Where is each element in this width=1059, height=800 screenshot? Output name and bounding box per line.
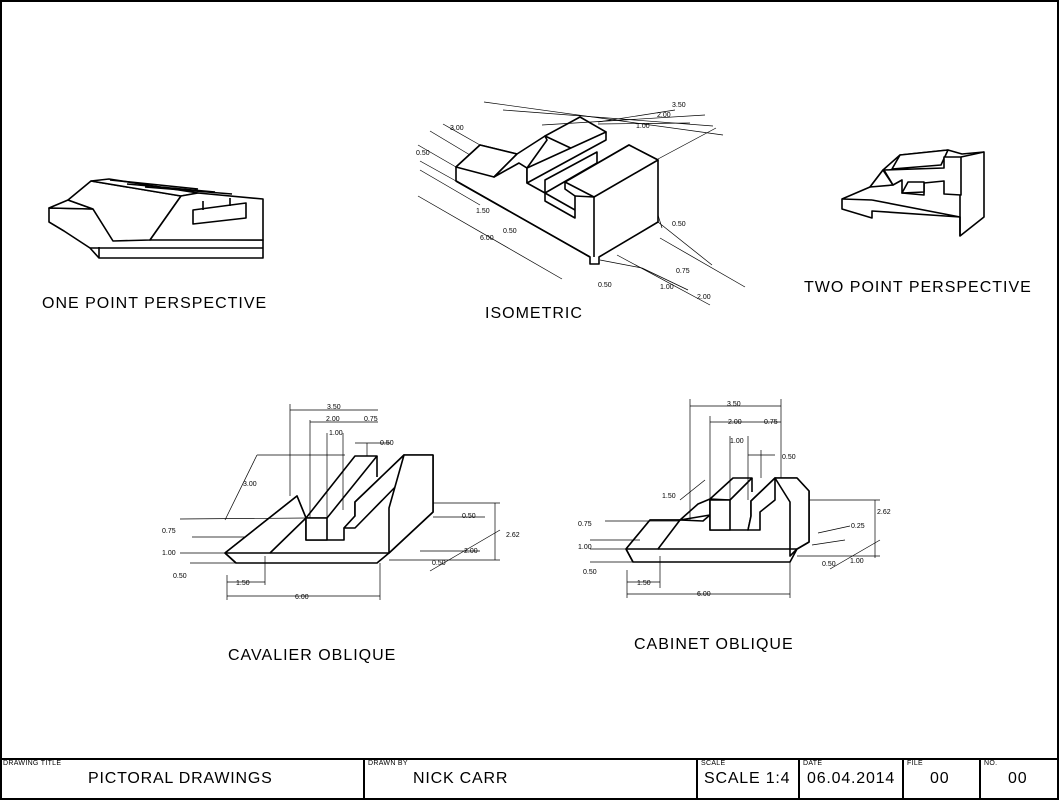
- iso-dim-050-b: 0.50: [503, 228, 517, 235]
- iso-dim-150: 1.50: [476, 208, 490, 215]
- iso-dim-200-b: 2.00: [697, 294, 711, 301]
- scale-label: SCALE: [701, 760, 726, 767]
- cabinet-oblique-drawing: [625, 477, 810, 563]
- caption-cabinet-oblique: CABINET OBLIQUE: [634, 636, 794, 653]
- cav-dim-600: 6.00: [295, 594, 309, 601]
- drawing-title-label: DRAWING TITLE: [3, 760, 62, 767]
- number-label: NO.: [984, 760, 998, 767]
- cab-dim-150: 1.50: [662, 493, 676, 500]
- cav-dim-350: 3.50: [327, 404, 341, 411]
- cab-dim-075: 0.75: [764, 419, 778, 426]
- cabinet-dimension-labels: 3.50 2.00 0.75 1.00 0.50 1.50 0.75 1.00 …: [578, 401, 891, 598]
- cav-dim-200: 2.00: [326, 416, 340, 423]
- cav-dim-150: 1.50: [236, 580, 250, 587]
- caption-two-point-perspective: TWO POINT PERSPECTIVE: [804, 279, 1032, 296]
- title-block-number: NO. 00: [979, 759, 1059, 800]
- drawn-by-label: DRAWN BY: [368, 760, 408, 767]
- cav-dim-050-b: 0.50: [173, 573, 187, 580]
- cav-dim-075-b: 0.75: [162, 528, 176, 535]
- cav-dim-050-d: 0.50: [432, 560, 446, 567]
- title-block-drawn-by: DRAWN BY NICK CARR: [363, 759, 696, 800]
- cab-dim-100-b: 1.00: [578, 544, 592, 551]
- cavalier-oblique-drawing: [224, 454, 434, 564]
- iso-dim-075: 0.75: [676, 268, 690, 275]
- title-block: DRAWING TITLE PICTORAL DRAWINGS DRAWN BY…: [0, 759, 1059, 800]
- drawing-title-value: PICTORAL DRAWINGS: [88, 770, 273, 787]
- cab-dim-350: 3.50: [727, 401, 741, 408]
- isometric-dimension-labels: 3.50 2.00 1.00 3.00 0.50 1.50 6.00 0.50 …: [416, 102, 711, 301]
- cav-dim-100: 1.00: [329, 430, 343, 437]
- cav-dim-050-c: 0.50: [462, 513, 476, 520]
- title-block-date: DATE 06.04.2014: [798, 759, 902, 800]
- cav-dim-200-b: 2.00: [464, 548, 478, 555]
- one-point-perspective-drawing: [48, 178, 264, 259]
- iso-dim-350: 3.50: [672, 102, 686, 109]
- title-block-scale: SCALE SCALE 1:4: [696, 759, 798, 800]
- file-value: 00: [930, 770, 950, 787]
- cavalier-dimensions: [179, 404, 501, 600]
- iso-dim-050-c: 0.50: [672, 221, 686, 228]
- cab-dim-100: 1.00: [730, 438, 744, 445]
- cav-dim-300: 3.00: [243, 481, 257, 488]
- caption-isometric: ISOMETRIC: [485, 305, 583, 322]
- caption-one-point-perspective: ONE POINT PERSPECTIVE: [42, 295, 268, 312]
- iso-dim-100: 1.00: [636, 123, 650, 130]
- iso-dim-300: 3.00: [450, 125, 464, 132]
- cav-dim-100-b: 1.00: [162, 550, 176, 557]
- cav-dim-262: 2.62: [506, 532, 520, 539]
- isometric-drawing: [455, 116, 659, 265]
- cab-dim-262: 2.62: [877, 509, 891, 516]
- file-label: FILE: [907, 760, 923, 767]
- iso-dim-050-d: 0.50: [598, 282, 612, 289]
- cabinet-dimensions: [590, 399, 881, 598]
- cab-dim-200: 2.00: [728, 419, 742, 426]
- cab-dim-050-b: 0.50: [583, 569, 597, 576]
- cab-dim-150-b: 1.50: [637, 580, 651, 587]
- cab-dim-075-b: 0.75: [578, 521, 592, 528]
- cab-dim-100-c: 1.00: [850, 558, 864, 565]
- drawn-by-value: NICK CARR: [413, 770, 509, 787]
- isometric-dimensions: [417, 101, 746, 306]
- date-value: 06.04.2014: [807, 770, 896, 787]
- title-block-drawing-title: DRAWING TITLE PICTORAL DRAWINGS: [0, 759, 363, 800]
- scale-value: SCALE 1:4: [704, 770, 791, 787]
- cab-dim-025: 0.25: [851, 523, 865, 530]
- cav-dim-050: 0.50: [380, 440, 394, 447]
- cavalier-dimension-labels: 3.50 2.00 0.75 1.00 0.50 3.00 0.75 1.00 …: [162, 404, 520, 601]
- two-point-perspective-drawing: [841, 149, 985, 237]
- cav-dim-075: 0.75: [364, 416, 378, 423]
- cab-dim-050-c: 0.50: [822, 561, 836, 568]
- iso-dim-600: 6.00: [480, 235, 494, 242]
- iso-dim-050-a: 0.50: [416, 150, 430, 157]
- cab-dim-600: 6.00: [697, 591, 711, 598]
- caption-cavalier-oblique: CAVALIER OBLIQUE: [228, 647, 397, 664]
- iso-dim-200: 2.00: [657, 112, 671, 119]
- iso-dim-100-b: 1.00: [660, 284, 674, 291]
- date-label: DATE: [803, 760, 823, 767]
- number-value: 00: [1008, 770, 1028, 787]
- title-block-file: FILE 00: [902, 759, 979, 800]
- cab-dim-050: 0.50: [782, 454, 796, 461]
